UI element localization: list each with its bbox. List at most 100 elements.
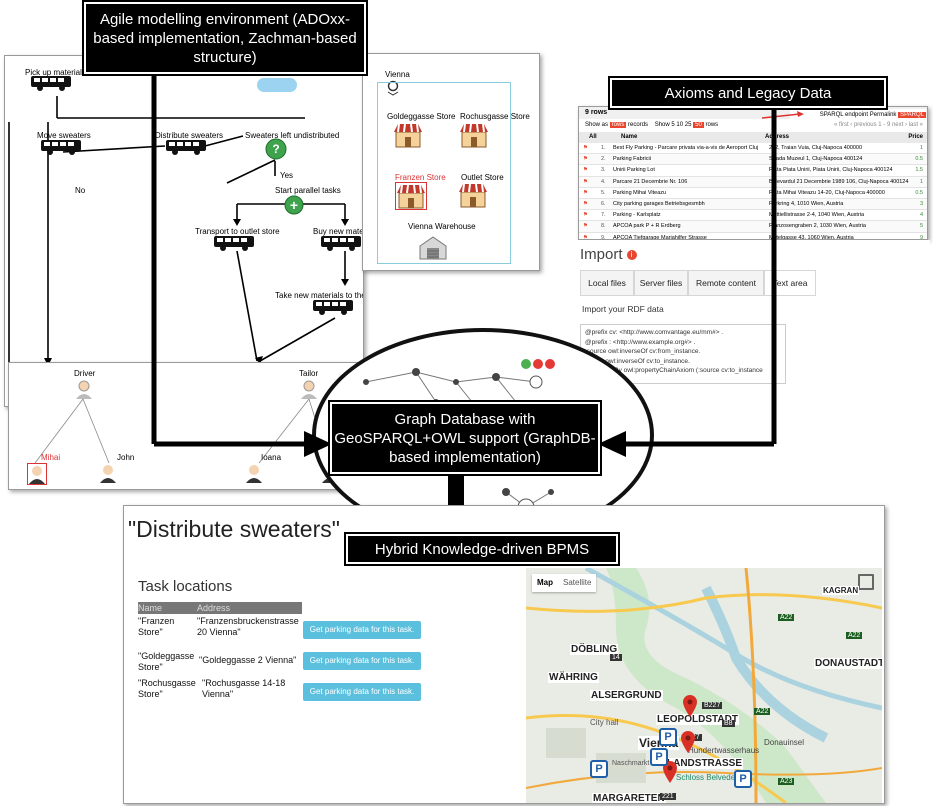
sparql-toolbar: SPARQL endpoint Permalink SPARQL — [790, 109, 926, 121]
col-address[interactable]: Address — [765, 134, 790, 140]
warehouse-label: Vienna Warehouse — [408, 222, 476, 231]
task-address: "Rochusgasse 14-18 Vienna" — [202, 678, 286, 699]
map-pin-icon[interactable] — [662, 760, 678, 784]
row-number: 8. — [601, 223, 606, 230]
axioms-title-box: Axioms and Legacy Data — [608, 76, 888, 110]
road-shield: 221 — [660, 793, 676, 800]
row-address: Franzosengraben 2, 1030 Wien, Austria — [769, 223, 866, 230]
road-shield: B227 — [702, 702, 723, 709]
node-take-label: Take new materials to the warehouse — [275, 291, 363, 300]
person-john-label: John — [117, 453, 135, 462]
map-button[interactable]: Map — [537, 578, 553, 587]
task-name: "Goldeggasse Store" — [138, 651, 195, 672]
page-size-5[interactable]: 5 — [671, 122, 675, 128]
row-name[interactable]: Parking Fabricii — [613, 156, 651, 163]
map-label-naschmarkt: Naschmarkt — [612, 760, 650, 767]
node-distribute-label: Distribute sweaters — [155, 131, 224, 140]
results-row[interactable]: ⚑1.Best Fly Parking - Parcare privata vi… — [579, 143, 927, 155]
row-number: 6. — [601, 200, 606, 207]
row-name[interactable]: Parking - Karlsplatz — [613, 212, 661, 219]
graph-visual — [363, 359, 555, 516]
pager[interactable]: « first ‹ previous 1 - 9 next › last » — [833, 122, 923, 128]
stores-frame — [377, 82, 511, 264]
row-name[interactable]: Best Fly Parking - Parcare privata via-a… — [613, 145, 759, 151]
col-name[interactable]: Name — [621, 134, 638, 140]
row-price: 5 — [919, 223, 923, 230]
node-move-label: Move sweaters — [37, 131, 91, 140]
row-number: 1. — [601, 145, 606, 151]
results-column-header: All Name Address Price — [579, 132, 927, 143]
records-view-button[interactable]: records — [628, 122, 649, 128]
row-price: 1 — [919, 145, 923, 151]
store-rochusgasse-label: Rochusgasse Store — [460, 112, 530, 121]
map-label-donaustadt: DONAUSTADT — [814, 658, 882, 669]
end-event-shape — [257, 78, 297, 92]
bus-icon — [41, 140, 81, 155]
person-icon — [246, 465, 262, 483]
sparql-button[interactable]: SPARQL — [898, 112, 926, 118]
row-price: 1.5 — [915, 167, 923, 174]
parking-icon[interactable]: P — [650, 748, 668, 766]
parking-icon[interactable]: P — [734, 770, 752, 788]
tab-remote-content[interactable]: Remote content — [688, 270, 764, 296]
col-address-header: Address — [197, 603, 231, 613]
rows-word: rows — [705, 122, 719, 128]
row-address: Mattiellistrasse 2-4, 1040 Wien, Austria — [769, 212, 865, 219]
row-number: 7. — [601, 212, 606, 219]
road-shield: A22 — [754, 708, 771, 715]
get-parking-button[interactable]: Get parking data for this task. — [303, 621, 421, 639]
map-pin-icon[interactable] — [682, 694, 698, 718]
row-name[interactable]: Unirii Parking Lot — [613, 167, 655, 174]
parking-icon[interactable]: P — [659, 728, 677, 746]
page-size-10[interactable]: 10 — [676, 122, 684, 128]
row-address: Mittelgasse 43, 1060 Wien, Austria — [769, 234, 854, 240]
get-parking-button[interactable]: Get parking data for this task. — [303, 683, 421, 701]
decision-gateway-icon: ? — [265, 138, 287, 160]
col-name-header: Name — [138, 603, 163, 613]
row-flag-icon: ⚑ — [583, 200, 588, 207]
parking-icon[interactable]: P — [590, 760, 608, 778]
row-name[interactable]: City parking garages Betriebsgesmbh — [613, 200, 705, 207]
row-address: Strada Muzeul 1, Cluj-Napoca 400124 — [769, 156, 863, 163]
results-rows: ⚑ 1. Best Fly Parking - Parcare privata vi… — [579, 143, 927, 240]
col-all[interactable]: All — [589, 134, 597, 140]
row-name[interactable]: Parcare 21 Decembrie Nr. 106 — [613, 178, 688, 185]
endpoint-link[interactable]: SPARQL endpoint — [819, 112, 869, 118]
col-price[interactable]: Price — [908, 134, 923, 140]
rows-view-button[interactable]: rows — [609, 122, 627, 128]
results-row[interactable]: ⚑ 7. Parking - Karlsplatz Mattiellistrasse … — [579, 210, 927, 222]
map-view[interactable]: Map Satellite DÖBLING WÄHRING ALSERGRUND… — [526, 568, 882, 803]
permalink-link[interactable]: Permalink — [869, 112, 897, 118]
row-name[interactable]: APCOA park P + R Erdberg — [613, 223, 681, 230]
import-title: Import i — [580, 246, 637, 263]
row-name[interactable]: APCOA Tiefgarage Mariahilfer Strasse — [613, 234, 707, 240]
page-size-50[interactable]: 50 — [693, 122, 704, 128]
row-flag-icon: ⚑ — [583, 212, 588, 219]
satellite-button[interactable]: Satellite — [563, 578, 592, 587]
fullscreen-icon[interactable] — [858, 574, 874, 590]
map-label-cityhall: City hall — [590, 718, 619, 727]
import-title-text: Import — [580, 246, 623, 263]
row-name[interactable]: Parking Mihai Viteazu — [613, 189, 667, 196]
person-ioana-label: Ioana — [261, 453, 282, 462]
tab-server-files[interactable]: Server files — [634, 270, 688, 296]
process-heading: "Distribute sweaters" — [128, 516, 340, 542]
store-goldeggasse-label: Goldeggasse Store — [387, 112, 456, 121]
page-size-25[interactable]: 25 — [684, 122, 692, 128]
road-shield: A23 — [778, 778, 795, 785]
get-parking-button[interactable]: Get parking data for this task. — [303, 652, 421, 670]
tab-local-files[interactable]: Local files — [580, 270, 634, 296]
map-label-donauinsel: Donauinsel — [764, 738, 805, 747]
task-address: "Franzensbruckenstrasse 20 Vienna" — [197, 616, 299, 637]
row-flag-icon: ⚑ — [583, 178, 588, 185]
map-label-margareten: MARGARETEN — [592, 793, 666, 803]
map-pin-icon[interactable] — [680, 730, 696, 754]
